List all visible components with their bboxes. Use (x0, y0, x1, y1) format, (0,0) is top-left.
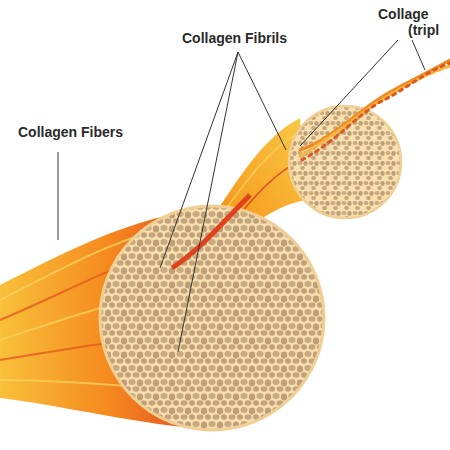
fibrils-label: Collagen Fibrils (182, 30, 287, 46)
fibers-label: Collagen Fibers (18, 124, 123, 140)
molecule-label: Collage (378, 6, 429, 22)
helix-label: (tripl (408, 22, 439, 38)
